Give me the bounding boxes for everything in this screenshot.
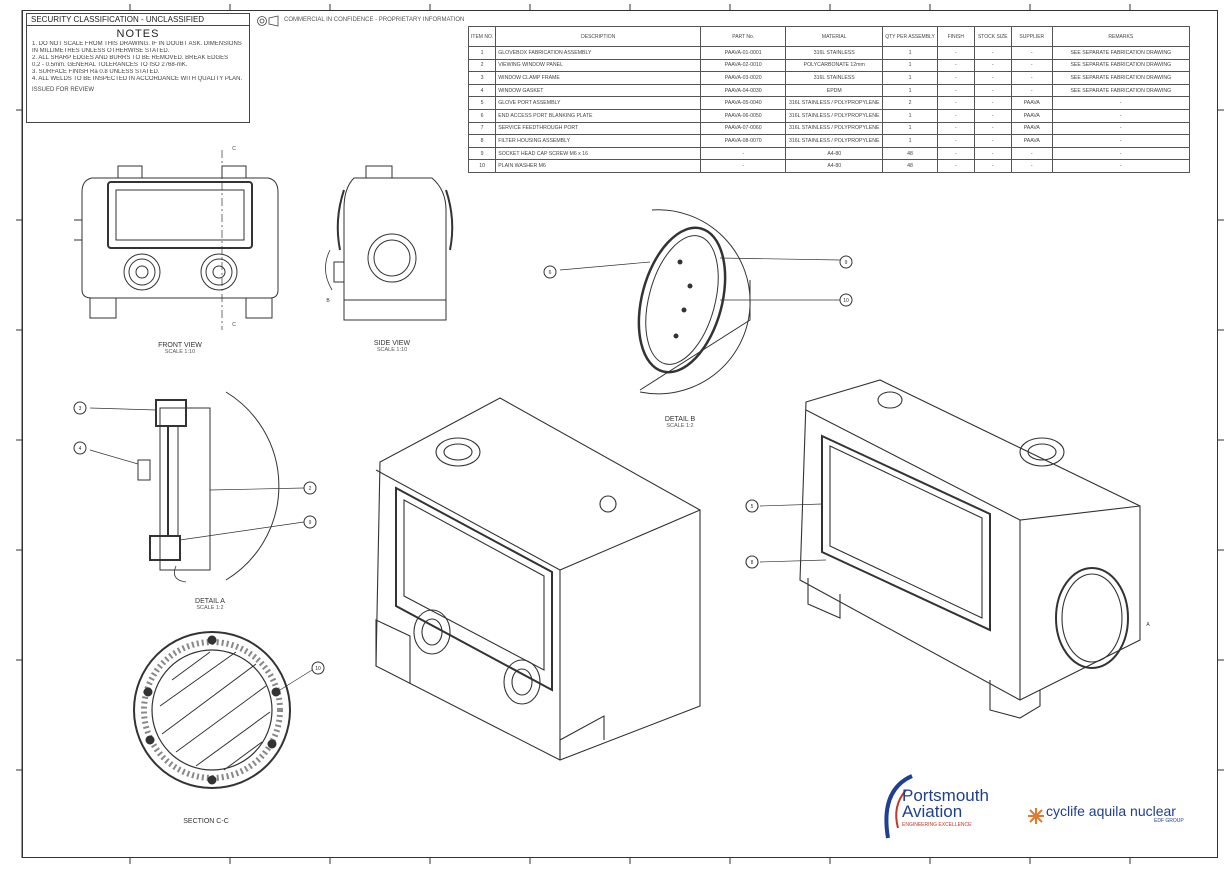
callout-number: 9 bbox=[845, 260, 848, 266]
detail-a-view bbox=[73, 391, 317, 583]
bom-header-cell: FINISH bbox=[936, 26, 975, 47]
cyclife-star-icon bbox=[1028, 808, 1044, 824]
bom-cell: - bbox=[1010, 159, 1053, 173]
detail-marker: B bbox=[326, 298, 330, 304]
bom-header-row: ITEM NO. DESCRIPTION PART No. MATERIAL Q… bbox=[467, 26, 1190, 47]
note-line: IN MILLIMETRES UNLESS OTHERWISE STATED. bbox=[32, 48, 170, 54]
callout-number: 3 bbox=[79, 406, 82, 412]
bom-cell: PLAIN WASHER M6 bbox=[495, 159, 702, 173]
note-line: 2. ALL SHARP EDGES AND BURRS TO BE REMOV… bbox=[32, 55, 229, 61]
note-line: 4. ALL WELDS TO BE INSPECTED IN ACCORDAN… bbox=[32, 76, 243, 82]
logo-text: Portsmouth bbox=[902, 786, 989, 805]
bom-cell: 10 bbox=[467, 159, 497, 173]
callout-number: 4 bbox=[79, 446, 82, 452]
notes-reference: ISSUED FOR REVIEW bbox=[32, 87, 95, 93]
bom-cell: 316L STAINLESS / POLYPROPYLENE bbox=[785, 134, 884, 148]
callout-number: 8 bbox=[751, 560, 754, 566]
bom-cell: 8 bbox=[467, 134, 497, 148]
notes-block: SECURITY CLASSIFICATION - UNCLASSIFIED N… bbox=[26, 13, 250, 123]
callout-number: 6 bbox=[549, 270, 552, 276]
callout-number: 2 bbox=[309, 486, 312, 492]
bom-header-cell: REMARKS bbox=[1051, 26, 1190, 47]
bom-cell: A4-80 bbox=[785, 159, 884, 173]
portsmouth-aviation-logo: Portsmouth Aviation ENGINEERING EXCELLEN… bbox=[880, 770, 1000, 832]
callout-number: 9 bbox=[309, 520, 312, 526]
note-line: 0.2 - 0.5mm. GENERAL TOLERANCES TO ISO 2… bbox=[32, 62, 188, 68]
note-line: 3. SURFACE FINISH Ra 0.8 UNLESS STATED. bbox=[32, 69, 160, 75]
logo-text: Aviation bbox=[902, 802, 963, 821]
isometric-view-front bbox=[375, 397, 701, 761]
projection-symbol-icon bbox=[257, 15, 279, 27]
cyclife-aquila-logo: cyclife aquila nuclear EDF GROUP bbox=[1024, 800, 1194, 832]
detail-b-view bbox=[543, 209, 853, 395]
callout-number: 5 bbox=[751, 504, 754, 510]
portsmouth-accent-icon bbox=[895, 789, 907, 829]
confidentiality-stamp: COMMERCIAL IN CONFIDENCE - PROPRIETARY I… bbox=[284, 17, 465, 23]
section-marker: C bbox=[232, 322, 236, 328]
security-classification: SECURITY CLASSIFICATION - UNCLASSIFIED bbox=[27, 14, 249, 26]
front-view bbox=[74, 150, 279, 330]
section-marker: C bbox=[232, 146, 236, 152]
logo-tagline: EDF GROUP bbox=[1154, 818, 1184, 824]
note-line: 1. DO NOT SCALE FROM THIS DRAWING. IF IN… bbox=[32, 41, 242, 47]
bill-of-materials-table: ITEM NO. DESCRIPTION PART No. MATERIAL Q… bbox=[467, 26, 1190, 173]
bom-header-cell: MATERIAL bbox=[785, 26, 884, 47]
isometric-view-rear bbox=[745, 379, 1141, 719]
bom-cell: - bbox=[1051, 159, 1190, 173]
side-view bbox=[325, 165, 454, 321]
notes-title: NOTES bbox=[116, 28, 160, 40]
section-c-view bbox=[133, 631, 325, 789]
section-c-label: SECTION C-C bbox=[183, 818, 229, 825]
callout-number: 10 bbox=[315, 666, 321, 672]
bom-header-cell: ITEM NO. bbox=[467, 26, 497, 47]
callout-number: 10 bbox=[843, 298, 849, 304]
detail-marker: A bbox=[1146, 622, 1150, 628]
logo-text: cyclife aquila nuclear bbox=[1046, 803, 1176, 819]
portsmouth-swoosh-icon bbox=[884, 774, 913, 839]
logo-tagline: ENGINEERING EXCELLENCE bbox=[902, 822, 972, 828]
